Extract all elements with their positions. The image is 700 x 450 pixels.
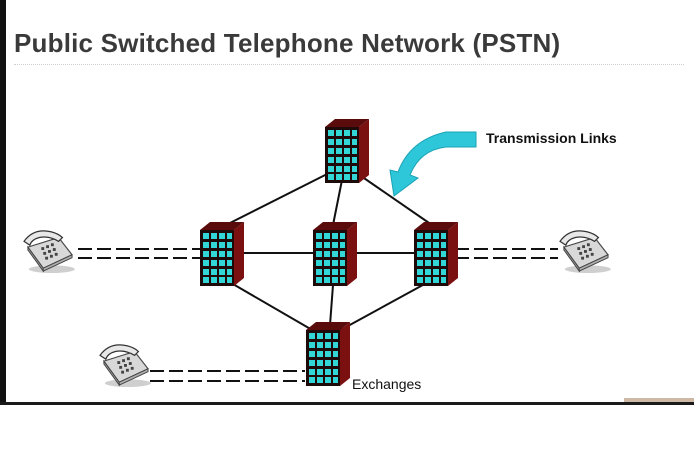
link-center-bottom [329,284,334,326]
telephone-icon [99,344,152,388]
title-divider [14,64,684,65]
transmission-links-label: Transmission Links [486,130,617,146]
exchange-building-icon [313,222,357,286]
slide-title: Public Switched Telephone Network (PSTN) [14,28,561,58]
exchange-building-icon [414,222,458,286]
exchange-building-icon [325,119,369,183]
exchange-building-icon [200,222,244,286]
subscriber-lines [78,248,558,382]
exchange-building-icon [306,322,350,386]
slide-corner-tab [624,398,694,402]
callout-arrow-icon [389,131,477,197]
telephone-icon [23,230,76,274]
telephone-icon [559,230,612,274]
slide-bottom-border [0,402,694,405]
slide-left-border [0,0,6,402]
exchanges-label: Exchanges [352,376,422,392]
